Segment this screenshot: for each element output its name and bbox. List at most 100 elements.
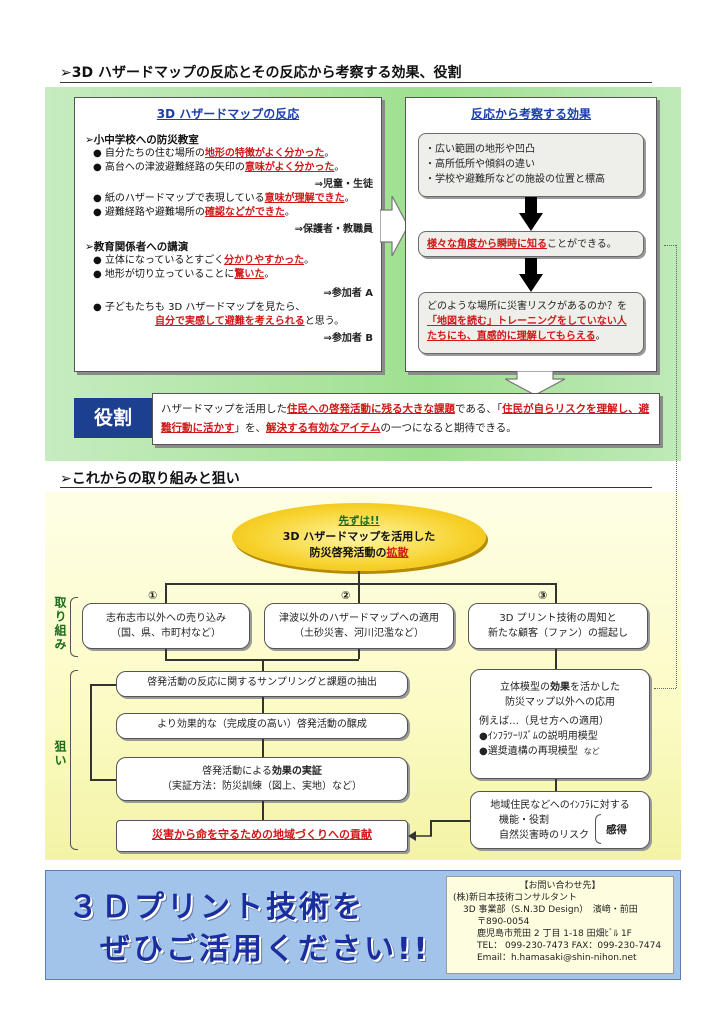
number-1: ①	[148, 589, 158, 602]
role-text: ハザードマップを活用した住民への啓発活動に残る大きな課題である、「住民が自らリス…	[152, 393, 660, 445]
nerai-box-sense: 地域住民などへのｲﾝﾌﾗに対する 機能・役割 自然災害時のリスク	[470, 791, 650, 849]
bullet-surprised: ● 地形が切り立っていることに驚いた。	[93, 269, 275, 280]
flow-line	[262, 739, 264, 757]
source-participant-a: ⇒参加者 A	[323, 288, 373, 299]
effects-panel-title: 反応から考察する効果	[470, 107, 591, 121]
bullet-children: ● 子どもたちも 3D ハザードマップを見たら、	[93, 302, 306, 313]
apply-line2: 防災マップ以外への応用	[505, 697, 615, 708]
contact-heading: 【お問い合わせ先】	[519, 881, 601, 891]
effects-line-2: ・高所低所や傾斜の違い	[425, 159, 535, 170]
contact-email[interactable]: Email：h.hamasaki@shin-nihon.net	[477, 953, 637, 963]
torikumi-3-line2: 新たな顧客（ファン）の掘起し	[488, 628, 628, 639]
torikumi-1-line2: （国、県、市町村など）	[111, 628, 221, 639]
reactions-panel-title: 3D ハザードマップの反応	[156, 107, 300, 121]
nerai-box-sampling: 啓発活動の反応に関するサンプリングと課題の抽出	[116, 671, 408, 697]
flow-line	[358, 571, 360, 583]
bullet-evac-arrow: ● 高台への津波避難経路の矢印の意味がよく分かった。	[93, 162, 345, 173]
group-schools-heading: ➢小中学校への防災教室	[85, 134, 199, 146]
flow-line	[358, 583, 360, 603]
flow-line	[165, 649, 167, 659]
ellipse-line3: 防災啓発活動の拡散	[309, 546, 409, 559]
apply-bullet2: ●選奨遺構の再現模型など	[479, 746, 600, 757]
flow-line	[555, 649, 557, 669]
flow-line	[555, 779, 557, 791]
proof-line2: （実証方法：防災訓練（図上、実地）など）	[162, 781, 362, 792]
torikumi-box-2: 津波以外のハザードマップへの適用 （土砂災害、河川氾濫など）	[264, 603, 454, 649]
effects-intuitive-line1: どのような場所に災害リスクがあるのか？を	[427, 301, 627, 312]
bullet-children-line2: 自分で実感して避難を考えられると思う。	[155, 316, 345, 327]
source-participant-b: ⇒参加者 B	[323, 333, 373, 344]
nerai-box-apply: 立体模型の効果を活かした 防災マップ以外への応用 例えば…（見せ方への適用） ●…	[470, 669, 650, 779]
brace-torikumi	[70, 597, 78, 657]
dotted-connector	[664, 245, 676, 246]
flow-line	[165, 583, 167, 603]
effects-box-intuitive: どのような場所に災害リスクがあるのか？を 「地図を読む」トレーニングをしていない…	[418, 292, 644, 354]
brace-sense	[595, 814, 601, 844]
flow-line	[430, 820, 432, 836]
apply-line1: 立体模型の効果を活かした	[500, 682, 620, 693]
first-step-ellipse: 先ずは!! 3D ハザードマップを活用した 防災啓発活動の拡散	[232, 503, 486, 571]
brace-nerai	[70, 670, 78, 850]
bullet-easy-understand: ● 立体になっているとすごく分かりやすかった。	[93, 255, 315, 266]
number-2: ②	[341, 589, 351, 602]
torikumi-box-3: 3D プリント技術の周知と 新たな顧客（ファン）の掘起し	[468, 603, 648, 649]
contact-address: 鹿児島市荒田 2 丁目 1-18 田畑ﾋﾞﾙ 1F	[477, 929, 632, 939]
section2-title: ➢これからの取り組みと狙い	[60, 471, 240, 487]
apply-bullet1: ●ｲﾝﾌﾗﾂｰﾘｽﾞﾑの説明用模型	[479, 731, 598, 742]
footer-title-line1: ３Ｄプリント技術を	[68, 890, 365, 925]
ellipse-line2: 3D ハザードマップを活用した	[282, 530, 436, 543]
nerai-box-contribution: 災害から命を守るための地域づくりへの貢献	[116, 820, 408, 852]
group-educators-heading: ➢教育関係者への講演	[85, 241, 189, 253]
sense-label: 感得	[606, 824, 627, 836]
role-label: 役割	[74, 398, 152, 438]
flow-line	[165, 583, 556, 585]
effects-box-angles: 様々な角度から瞬時に知ることができる。	[418, 231, 644, 257]
effects-line-3: ・学校や避難所などの施設の位置と標高	[425, 174, 605, 185]
torikumi-2-line1: 津波以外のハザードマップへの適用	[279, 613, 439, 624]
section1-rule	[60, 82, 652, 83]
proof-line1: 啓発活動による効果の実証	[202, 766, 322, 777]
nerai-box-improve: より効果的な（完成度の高い）啓発活動の醸成	[116, 713, 408, 739]
sense-line3: 自然災害時のリスク	[499, 830, 589, 841]
torikumi-3-line1: 3D プリント技術の周知と	[499, 613, 617, 624]
contact-zip: 〒890-0054	[477, 917, 530, 927]
flow-line	[358, 649, 360, 659]
side-label-torikumi: 取り組み	[53, 596, 67, 652]
right-arrow-icon	[380, 196, 409, 256]
ellipse-line1: 先ずは!!	[338, 515, 380, 527]
dotted-connector-v	[676, 245, 677, 688]
side-label-nerai: 狙い	[53, 740, 67, 768]
flow-line	[262, 659, 264, 671]
effects-line-1: ・広い範囲の地形や凹凸	[425, 144, 535, 155]
bullet-paper-map: ● 紙のハザードマップで表現している意味が理解できた。	[93, 193, 355, 204]
section1-title: ➢3D ハザードマップの反応とその反応から考察する効果、役割	[60, 65, 462, 81]
source-parents: ⇒保護者・教職員	[294, 224, 373, 235]
bullet-terrain: ● 自分たちの住む場所の地形の特徴がよく分かった。	[93, 148, 335, 159]
contact-box: 【お問い合わせ先】 (株)新日本技術コンサルタント 3D 事業部（S.N.3D …	[446, 876, 674, 974]
loop-line	[90, 684, 92, 780]
bullet-confirm-route: ● 避難経路や避難場所の確認などができた。	[93, 207, 295, 218]
dotted-connector-h	[654, 688, 676, 689]
footer-title-line2: ぜひご活用ください!!	[100, 932, 431, 967]
flow-line	[430, 820, 470, 822]
loop-line	[90, 779, 116, 781]
reactions-panel: 3D ハザードマップの反応 ➢小中学校への防災教室 ● 自分たちの住む場所の地形…	[74, 97, 382, 372]
down-arrow-icon	[519, 197, 543, 231]
source-students: ⇒児童・生徒	[314, 179, 373, 190]
nerai-box-proof: 啓発活動による効果の実証 （実証方法：防災訓練（図上、実地）など）	[116, 757, 408, 801]
contact-phone[interactable]: TEL： 099-230-7473 FAX：099-230-7474	[477, 941, 662, 951]
flow-line	[262, 697, 264, 713]
contact-dept: 3D 事業部（S.N.3D Design） 濱﨑・前田	[463, 905, 638, 915]
down-arrow-icon	[505, 371, 565, 395]
effects-intuitive-line3: たちにも、直感的に理解してもらえる。	[427, 331, 606, 342]
torikumi-1-line1: 志布志市以外への売り込み	[106, 613, 226, 624]
number-3: ③	[538, 589, 548, 602]
sense-line1: 地域住民などへのｲﾝﾌﾗに対する	[490, 800, 630, 811]
section2-rule	[60, 487, 652, 488]
sense-line2: 機能・役割	[499, 815, 549, 826]
apply-line3: 例えば…（見せ方への適用）	[479, 716, 609, 727]
contact-company: (株)新日本技術コンサルタント	[453, 893, 578, 903]
left-arrow-icon	[408, 831, 432, 841]
loop-line	[90, 684, 116, 686]
torikumi-box-1: 志布志市以外への売り込み （国、県、市町村など）	[82, 603, 250, 649]
